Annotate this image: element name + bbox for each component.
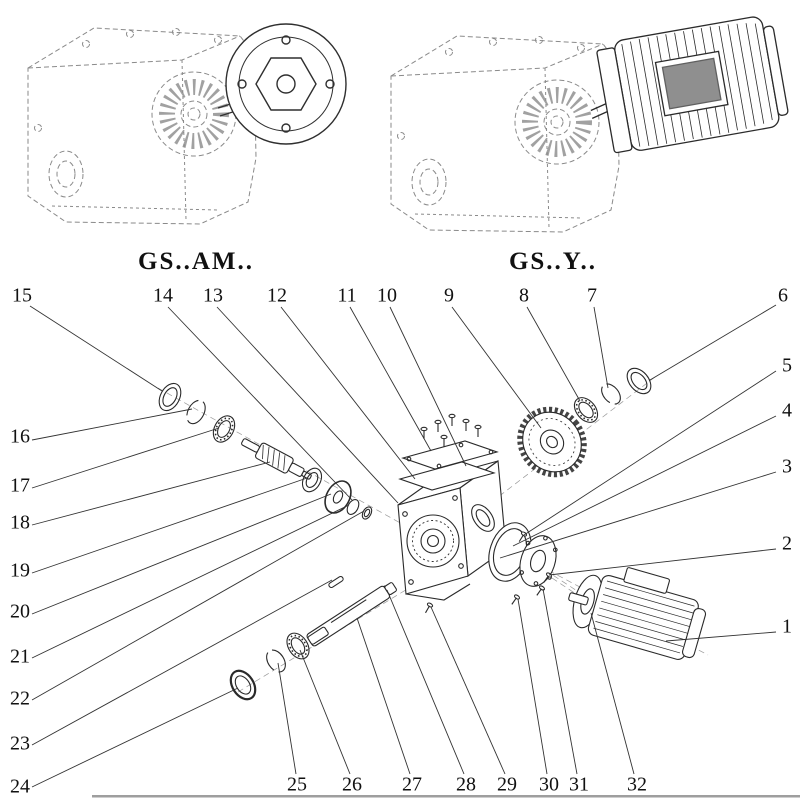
callout-number-16: 16: [10, 426, 30, 448]
callout-number-29: 29: [497, 774, 517, 796]
bearing-output: [286, 632, 310, 660]
callout-number-27: 27: [402, 774, 422, 796]
callout-number-11: 11: [337, 285, 356, 307]
worm-wheel-disc: [324, 480, 352, 514]
callout-number-25: 25: [287, 774, 307, 796]
worm-shaft: [241, 438, 312, 480]
callout-leader-line: [451, 306, 542, 429]
callout-number-12: 12: [267, 285, 287, 307]
callout-leader-line: [299, 649, 351, 775]
callout-leader-line: [31, 477, 308, 574]
callout-number-1: 1: [782, 616, 792, 638]
callout-leader-line: [523, 370, 777, 536]
snap-ring-gear: [601, 383, 621, 405]
callout-leader-line: [512, 415, 777, 547]
callout-number-17: 17: [10, 475, 30, 497]
callout-leader-line: [542, 588, 578, 775]
callout-number-22: 22: [10, 688, 30, 710]
callout-leader-line: [526, 306, 581, 402]
callout-leader-line: [386, 589, 465, 775]
gearbox-sketch: [391, 36, 619, 232]
callout-leader-line: [31, 687, 239, 788]
terminal-box: [623, 567, 670, 594]
callout-number-21: 21: [10, 646, 30, 668]
callout-number-6: 6: [778, 285, 788, 307]
callout-leader-line: [31, 408, 193, 441]
bearing-worm: [301, 467, 323, 493]
variant-label-gs-am: GS..AM..: [138, 248, 254, 275]
spacer-ring: [346, 499, 360, 515]
callout-leader-line: [31, 504, 350, 659]
callout-leader-line: [31, 427, 220, 489]
callout-leader-line: [649, 304, 777, 381]
callout-leader-line: [517, 598, 548, 775]
callout-leader-line: [216, 306, 399, 504]
callout-leader-line: [31, 579, 333, 746]
cover-screws: [420, 413, 482, 447]
mounting-flange: [225, 23, 347, 145]
callout-number-3: 3: [782, 456, 792, 478]
oil-seal-input: [158, 382, 182, 412]
motor: [568, 567, 707, 660]
callout-leader-line: [349, 306, 432, 452]
callout-number-4: 4: [782, 400, 792, 422]
small-ring: [361, 506, 373, 520]
callout-leader-line: [499, 471, 777, 559]
page-edge-line: [92, 795, 800, 798]
callout-number-7: 7: [587, 285, 597, 307]
callout-leader-line: [548, 548, 777, 576]
output-shaft: [306, 582, 397, 647]
helical-gear: [517, 406, 587, 478]
oil-seal-output: [229, 669, 257, 701]
callout-number-28: 28: [456, 774, 476, 796]
callout-leader-line: [31, 510, 365, 701]
callout-leader-line: [356, 617, 411, 775]
callout-number-23: 23: [10, 733, 30, 755]
callout-leader-line: [31, 461, 271, 526]
exploded-view: [157, 367, 709, 701]
variant-am-drawing: [28, 23, 347, 224]
callout-leader-line: [593, 306, 609, 389]
callout-leader-line: [590, 612, 635, 775]
callout-number-14: 14: [153, 285, 173, 307]
callout-leader-line: [167, 306, 353, 501]
callout-number-2: 2: [782, 533, 792, 555]
snap-ring-input: [186, 399, 206, 425]
callout-leader-line: [430, 606, 506, 775]
gearbox-sketch: [28, 28, 256, 224]
callout-number-31: 31: [569, 774, 589, 796]
callout-number-5: 5: [782, 355, 792, 377]
callout-number-20: 20: [10, 601, 30, 623]
bearing-gear: [573, 397, 599, 423]
motor-sketch: [590, 16, 789, 154]
variant-y-drawing: [391, 16, 789, 232]
callout-leader-line: [389, 306, 467, 467]
motor-fins: [593, 580, 695, 654]
seal-ring-gear: [626, 367, 652, 395]
callout-number-19: 19: [10, 560, 30, 582]
callout-number-15: 15: [12, 285, 32, 307]
callout-number-8: 8: [519, 285, 529, 307]
callout-number-32: 32: [627, 774, 647, 796]
callout-number-30: 30: [539, 774, 559, 796]
callout-number-26: 26: [342, 774, 362, 796]
callout-leader-line: [665, 631, 777, 642]
callout-number-24: 24: [10, 776, 30, 798]
callout-leader-line: [31, 493, 332, 615]
shaft-key: [328, 575, 344, 589]
snap-ring-output: [266, 649, 286, 673]
callout-number-13: 13: [203, 285, 223, 307]
callout-number-10: 10: [377, 285, 397, 307]
bearing-input: [212, 415, 236, 443]
callout-number-18: 18: [10, 512, 30, 534]
callout-number-9: 9: [444, 285, 454, 307]
callout-leader-line: [29, 305, 163, 392]
motor-end-cap: [682, 607, 707, 659]
variant-label-gs-y: GS..Y..: [508, 248, 598, 275]
callout-leader-line: [277, 662, 297, 775]
callout-leader-line: [280, 306, 416, 480]
